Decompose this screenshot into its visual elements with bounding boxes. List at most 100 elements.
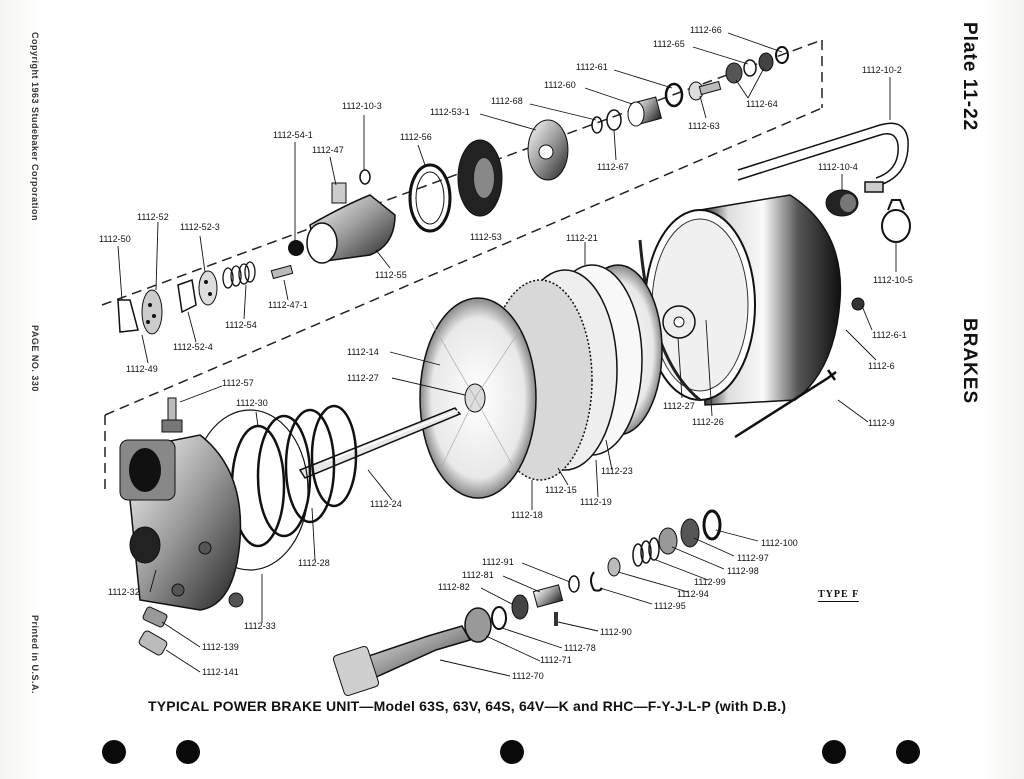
part-label: 1112-6 xyxy=(868,361,895,371)
vacuum-tube xyxy=(737,122,909,193)
binder-hole xyxy=(500,740,524,764)
valve-body-1112-47 xyxy=(306,182,396,264)
diaphragm-1112-53 xyxy=(457,139,503,217)
part-label: 1112-47-1 xyxy=(268,300,308,310)
cap-1112-54-1 xyxy=(288,240,304,256)
part-label: 1112-52-4 xyxy=(173,342,213,352)
valve-housing xyxy=(119,434,244,611)
diaphragm-stack xyxy=(419,264,663,499)
part-label: 1112-57 xyxy=(222,378,254,388)
part-label: 1112-10-5 xyxy=(873,275,913,285)
part-label: 1112-54 xyxy=(225,320,257,330)
hose-clamp xyxy=(881,199,911,243)
part-label: 1112-98 xyxy=(727,566,759,576)
gasket-1112-56 xyxy=(408,163,452,233)
part-label: 1112-68 xyxy=(491,96,523,106)
part-label: 1112-28 xyxy=(298,558,330,568)
part-label: 1112-54-1 xyxy=(273,130,313,140)
bleeder-valve xyxy=(161,397,183,433)
part-label: 1112-9 xyxy=(868,418,895,428)
fitting-1112-141 xyxy=(138,630,168,656)
ring-1112-66 xyxy=(775,46,789,64)
drum-nut xyxy=(851,297,865,311)
part-label: 1112-60 xyxy=(544,80,576,90)
part-label: 1112-53-1 xyxy=(430,107,470,117)
part-label: 1112-78 xyxy=(564,643,596,653)
part-label: 1112-19 xyxy=(580,497,612,507)
part-label: 1112-52-3 xyxy=(180,222,220,232)
part-label: 1112-66 xyxy=(690,25,722,35)
ring-1112-10-3 xyxy=(359,169,371,185)
part-label: 1112-32 xyxy=(108,587,140,597)
ring-1112-94 xyxy=(607,557,621,577)
part-label: 1112-63 xyxy=(688,121,720,131)
part-label: 1112-26 xyxy=(692,417,724,427)
seal-1112-61 xyxy=(664,82,684,108)
part-label: 1112-64 xyxy=(746,99,778,109)
ring-1112-78 xyxy=(491,606,507,630)
bolt-1112-70 xyxy=(332,625,472,696)
part-label: 1112-47 xyxy=(312,145,344,155)
part-label: 1112-61 xyxy=(576,62,608,72)
poppet-1112-81 xyxy=(532,584,564,608)
part-label: 1112-56 xyxy=(400,132,432,142)
part-label: 1112-81 xyxy=(462,570,494,580)
spring-clip-1112-52-4 xyxy=(177,278,197,314)
part-label: 1112-27 xyxy=(347,373,379,383)
part-label: 1112-55 xyxy=(375,270,407,280)
part-label: 1112-6-1 xyxy=(872,330,907,340)
small-spring-1112-54 xyxy=(222,261,256,289)
part-label: 1112-67 xyxy=(597,162,629,172)
nut-1112-82 xyxy=(511,594,529,620)
part-label: 1112-139 xyxy=(202,642,239,652)
washer-1112-98 xyxy=(658,527,678,555)
sleeve-1112-60 xyxy=(627,96,663,127)
part-label: 1112-97 xyxy=(737,553,769,563)
binder-hole xyxy=(102,740,126,764)
mounting-rod xyxy=(734,369,837,439)
part-label: 1112-33 xyxy=(244,621,276,631)
valve-plate-1112-52 xyxy=(141,289,163,335)
spring-1112-99 xyxy=(632,537,660,567)
part-label: 1112-30 xyxy=(236,398,268,408)
dashed-guide-lines xyxy=(101,39,823,495)
brake-drum-shell xyxy=(638,194,842,406)
seal-1112-100 xyxy=(702,509,722,541)
part-label: 1112-95 xyxy=(654,601,686,611)
part-label: 1112-23 xyxy=(601,466,633,476)
part-label: 1112-49 xyxy=(126,364,158,374)
part-label: 1112-70 xyxy=(512,671,544,681)
binder-hole xyxy=(896,740,920,764)
part-label: 1112-21 xyxy=(566,233,598,243)
clip-1112-95 xyxy=(590,571,603,592)
part-label: 1112-27 xyxy=(663,401,695,411)
part-label: 1112-10-2 xyxy=(862,65,902,75)
part-label: 1112-15 xyxy=(545,485,577,495)
part-label: 1112-94 xyxy=(677,589,709,599)
part-label: 1112-50 xyxy=(99,234,131,244)
part-label: 1112-10-4 xyxy=(818,162,858,172)
part-label: 1112-52 xyxy=(137,212,169,222)
pin-1112-90 xyxy=(554,612,558,626)
part-label: 1112-141 xyxy=(202,667,239,677)
binder-hole xyxy=(822,740,846,764)
flange-1112-53-1 xyxy=(527,119,569,181)
ring-1112-67 xyxy=(606,109,622,131)
nut-1112-71 xyxy=(464,607,492,643)
part-label: 1112-71 xyxy=(540,655,572,665)
push-rod xyxy=(298,407,462,479)
coil-spring xyxy=(230,404,358,548)
valve-plate-1112-52-3 xyxy=(198,270,218,306)
part-label: 1112-100 xyxy=(761,538,798,548)
nut-1112-64b xyxy=(758,52,774,72)
fitting-1112-139 xyxy=(142,606,168,628)
washer-1112-65 xyxy=(743,59,757,77)
ring-1112-68 xyxy=(591,116,603,134)
type-label: TYPE F xyxy=(818,589,860,602)
tube-coupler xyxy=(825,189,859,217)
nut-1112-64 xyxy=(725,62,743,84)
part-label: 1112-82 xyxy=(438,582,470,592)
ring-1112-91 xyxy=(568,575,580,593)
